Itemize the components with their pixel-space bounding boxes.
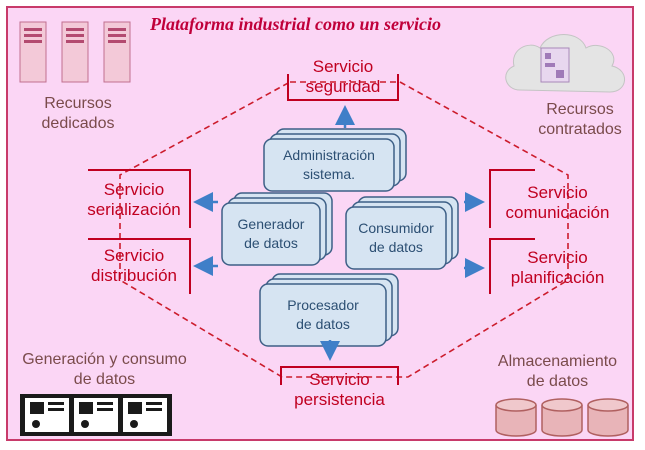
label-line: Servicio <box>527 248 588 267</box>
label-line: Almacenamiento <box>497 353 618 370</box>
label-line: de datos <box>73 371 136 388</box>
label-line: Procesador <box>287 297 359 313</box>
security-service-label: Servicio seguridad <box>288 57 398 97</box>
label-line: Generación y consumo <box>22 351 187 368</box>
label-line: Generador <box>237 216 305 232</box>
platform-boundary <box>119 81 569 378</box>
label-line: Servicio <box>527 183 588 202</box>
planning-bracket <box>489 238 535 294</box>
generator-component-label: Generador de datos <box>222 203 320 265</box>
communication-service-label: Servicio comunicación <box>490 183 625 223</box>
label-line: contratados <box>538 121 622 138</box>
planning-service-label: Servicio planificación <box>490 248 625 288</box>
label-line: sistema. <box>302 166 356 182</box>
label-line: persistencia <box>294 390 385 409</box>
generation-consumption-label: Generación y consumo de datos <box>12 350 197 390</box>
consumer-box-stack <box>345 196 459 270</box>
server-rack-icon <box>19 21 131 83</box>
label-line: comunicación <box>505 203 610 222</box>
admin-box-stack <box>263 128 407 192</box>
dedicated-resources-label: Recursos dedicados <box>18 94 138 134</box>
communication-bracket <box>489 169 535 228</box>
label-line: de datos <box>526 373 589 390</box>
distribution-bracket <box>88 238 191 294</box>
label-line: distribución <box>91 266 177 285</box>
processor-box-stack <box>259 273 399 347</box>
storage-label: Almacenamiento de datos <box>480 352 635 392</box>
label-line: de datos <box>244 235 298 251</box>
label-line: Administración <box>283 147 375 163</box>
persistence-bracket <box>280 366 399 385</box>
serialization-service-label: Servicio serialización <box>78 180 190 220</box>
device-panel-icon <box>20 394 172 436</box>
diagram-title: Plataforma industrial como un servicio <box>150 14 442 34</box>
label-line: Servicio <box>103 246 165 265</box>
label-line: Servicio <box>103 180 165 199</box>
security-bracket <box>287 74 399 101</box>
label-line: dedicados <box>41 115 115 132</box>
contracted-resources-label: Recursos contratados <box>520 100 640 140</box>
label-line: Recursos <box>546 101 614 118</box>
persistence-service-label: Servicio persistencia <box>281 370 398 410</box>
label-line: de datos <box>296 316 350 332</box>
label-line: de datos <box>369 239 423 255</box>
label-line: Recursos <box>44 95 112 112</box>
distribution-service-label: Servicio distribución <box>78 246 190 286</box>
admin-component-label: Administración sistema. <box>264 139 394 191</box>
serialization-bracket <box>88 169 191 228</box>
cloud-icon <box>505 34 625 93</box>
database-icon <box>495 398 629 437</box>
label-line: Servicio <box>309 370 370 389</box>
label-line: Consumidor <box>358 220 434 236</box>
processor-component-label: Procesador de datos <box>260 284 386 346</box>
generator-box-stack <box>221 192 333 266</box>
label-line: Servicio <box>312 57 374 76</box>
label-line: serialización <box>87 200 181 219</box>
label-line: seguridad <box>305 77 381 96</box>
label-line: planificación <box>510 268 605 287</box>
consumer-component-label: Consumidor de datos <box>346 207 446 269</box>
